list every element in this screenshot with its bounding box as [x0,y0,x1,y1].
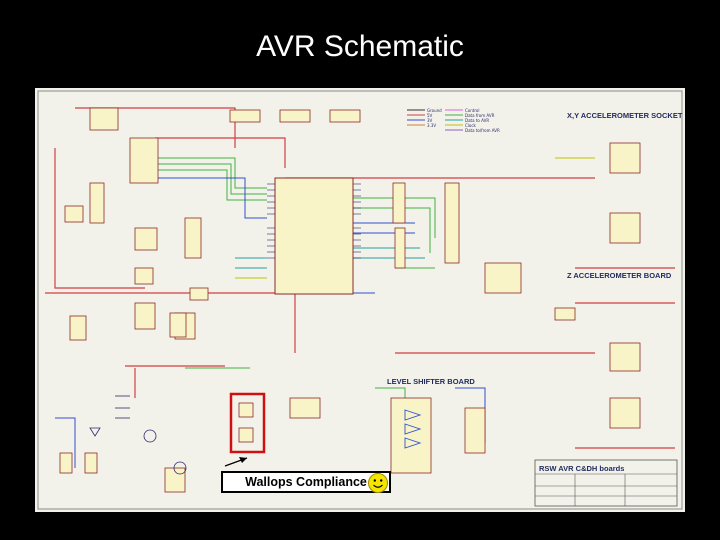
legend-3v: 3V [427,118,433,123]
avr-chip [274,177,354,295]
title-block: RSW AVR C&DH boards [534,459,678,507]
level-shifter-chip [289,397,486,474]
title-block-name: RSW AVR C&DH boards [539,464,624,473]
legend-clock: Clock [465,123,477,128]
level-shifter-buffers [404,409,422,449]
data-wires-yellow [235,157,595,279]
legend-data-from: Data from AVR [465,113,495,118]
schematic-frame [37,90,683,510]
schematic-diagram: Ground 5V 3V 3.3V Control Data from AVR … [35,88,685,512]
legend-3v3: 3.3V [427,123,436,128]
wire-legend: Ground 5V 3V 3.3V Control Data from AVR … [407,108,500,133]
highlighted-connector [238,402,254,443]
right-connectors [392,182,522,294]
z-accel-heading: Z ACCELEROMETER BOARD [567,271,672,280]
data-wires-cyan [235,247,425,269]
accel-chips [554,142,641,429]
slide-title: AVR Schematic [256,30,464,63]
callout-box: Wallops Compliance [221,471,391,493]
avr-pins [267,183,361,259]
legend-data-to: Data to AVR [465,118,489,123]
legend-control: Control [465,108,479,113]
legend-ground: Ground [427,108,442,113]
callout-label: Wallops Compliance [245,475,367,489]
schematic-svg: Ground 5V 3V 3.3V Control Data from AVR … [37,90,683,510]
highlight-box [229,392,266,454]
top-headers [89,107,361,184]
legend-data-bidir: Data to/from AVR [465,128,500,133]
misc-components [89,395,187,475]
xy-accel-heading: X,Y ACCELEROMETER SOCKET [567,111,683,120]
legend-5v: 5V [427,113,433,118]
level-shifter-heading: LEVEL SHIFTER BOARD [387,377,475,386]
callout-arrowhead [239,457,247,463]
callout-text: Wallops Compliance [223,473,389,491]
smiley-face-icon [368,473,388,493]
